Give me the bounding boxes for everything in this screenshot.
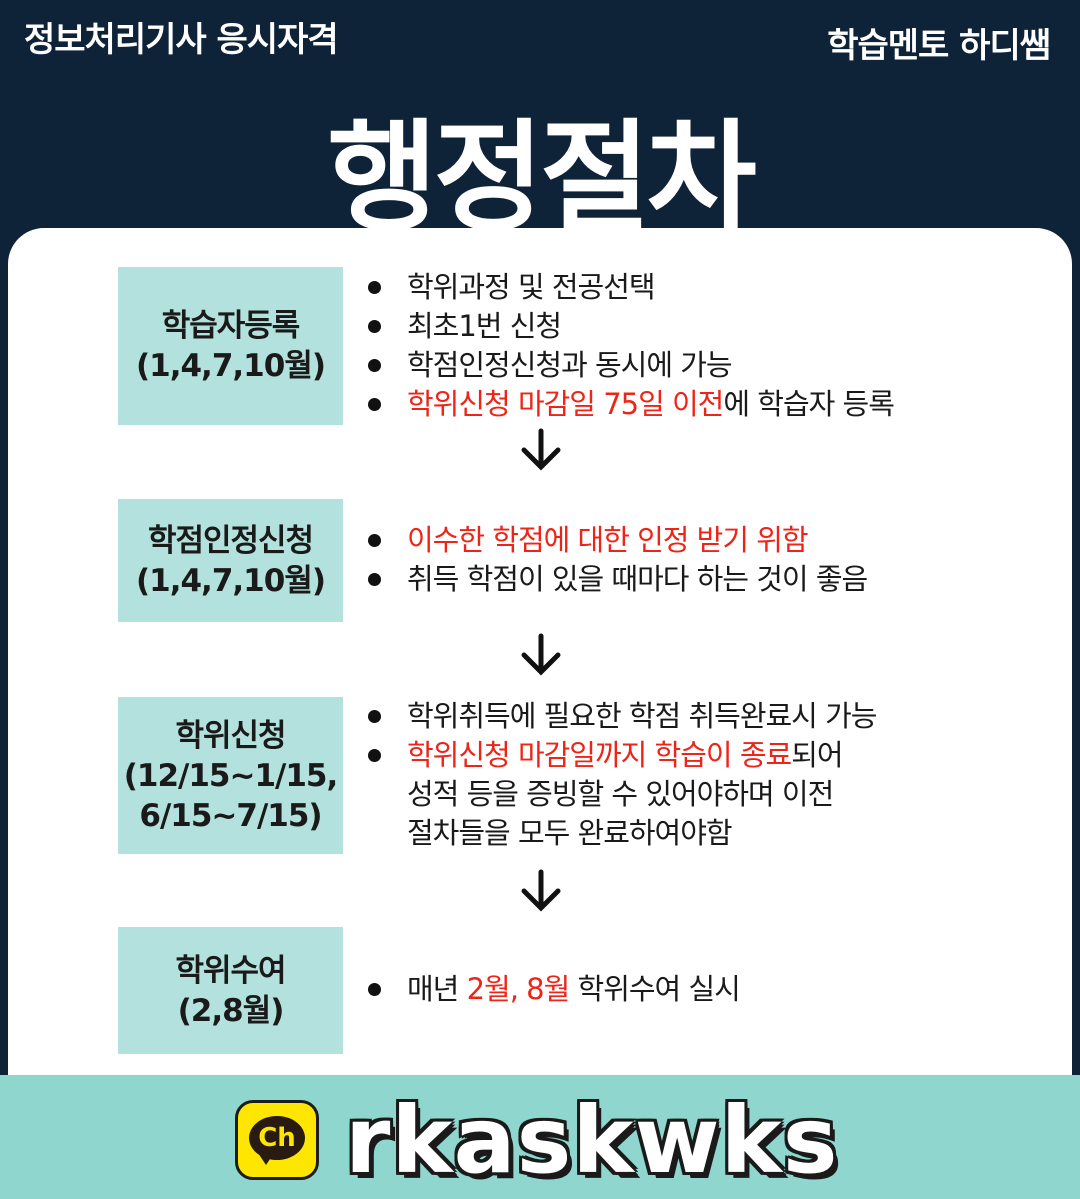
bullet-text: 성적 등을 증빙할 수 있어야하며 이전 xyxy=(407,777,834,811)
step-4-bullets: 매년 2월, 8월 학위수여 실시 xyxy=(365,970,741,1009)
subject-label: 정보처리기사 응시자격 xyxy=(24,20,339,60)
bullet-text: 학점인정신청과 동시에 가능 xyxy=(407,348,733,382)
bullet-highlight: 학위신청 마감일까지 학습이 종료 xyxy=(407,738,792,772)
bullet-item: 학점인정신청과 동시에 가능 xyxy=(365,346,894,385)
bullet-text: 학위과정 및 전공선택 xyxy=(407,270,656,304)
bullet-item: 학위취득에 필요한 학점 취득완료시 가능 xyxy=(365,697,877,736)
bullet-item: 학위신청 마감일 75일 이전에 학습자 등록 xyxy=(365,385,895,424)
bullet-text: 절차들을 모두 완료하여야함 xyxy=(407,816,733,850)
step-3-bullets: 학위취득에 필요한 학점 취득완료시 가능 학위신청 마감일까지 학습이 종료되… xyxy=(365,697,877,853)
bullet-text: 취득 학점이 있을 때마다 하는 것이 좋음 xyxy=(407,562,868,596)
bullet-item: 이수한 학점에 대한 인정 받기 위함 xyxy=(365,521,867,560)
step-name: 학위수여 xyxy=(175,952,286,989)
step-box-degree-conferral: 학위수여 (2,8월) xyxy=(118,927,343,1054)
step-period: (2,8월) xyxy=(177,992,285,1029)
header-banner: 정보처리기사 응시자격 학습멘토 하디쌤 행정절차 xyxy=(0,0,1080,250)
bullet-text: 매년 xyxy=(407,972,467,1006)
step-name: 학습자등록 xyxy=(161,308,301,344)
step-name: 학점인정신청 xyxy=(147,522,314,559)
step-period: (12/15~1/15, xyxy=(123,757,339,794)
bullet-item: 취득 학점이 있을 때마다 하는 것이 좋음 xyxy=(365,560,868,599)
kakao-channel-label: Ch xyxy=(258,1123,296,1153)
bullet-highlight: 이수한 학점에 대한 인정 받기 위함 xyxy=(407,523,809,557)
step-box-credit-recognition: 학점인정신청 (1,4,7,10월) xyxy=(118,499,343,622)
step-period: 6/15~7/15) xyxy=(139,797,322,834)
step-box-degree-application: 학위신청 (12/15~1/15, 6/15~7/15) xyxy=(118,697,343,854)
arrow-down-icon xyxy=(521,869,561,912)
bullet-text: 학위취득에 필요한 학점 취득완료시 가능 xyxy=(407,699,877,733)
bullet-highlight: 학위신청 마감일 75일 이전 xyxy=(407,387,724,421)
bullet-text: 에 학습자 등록 xyxy=(723,387,895,421)
bullet-item: 최초1번 신청 xyxy=(365,307,894,346)
channel-id-text: rkaskwks xyxy=(345,1087,839,1194)
kakao-channel-icon: Ch xyxy=(235,1100,319,1180)
page-title: 행정절차 xyxy=(327,109,757,248)
step-2-bullets: 이수한 학점에 대한 인정 받기 위함 취득 학점이 있을 때마다 하는 것이 … xyxy=(365,521,868,599)
author-label: 학습멘토 하디쌤 xyxy=(827,26,1051,66)
step-period: (1,4,7,10월) xyxy=(135,348,326,384)
step-name: 학위신청 xyxy=(175,717,286,754)
footer-banner xyxy=(0,1075,1080,1199)
bullet-text: 되어 xyxy=(791,738,843,772)
step-1-bullets: 학위과정 및 전공선택 최초1번 신청 학점인정신청과 동시에 가능 학위신청 … xyxy=(365,268,895,424)
bullet-item: 매년 2월, 8월 학위수여 실시 xyxy=(365,970,741,1009)
bullet-text: 최초1번 신청 xyxy=(407,309,562,343)
bullet-text: 학위수여 실시 xyxy=(569,972,741,1006)
step-box-learner-registration: 학습자등록 (1,4,7,10월) xyxy=(118,267,343,425)
bullet-item: 학위과정 및 전공선택 xyxy=(365,268,894,307)
arrow-down-icon xyxy=(521,633,561,676)
step-period: (1,4,7,10월) xyxy=(135,562,326,599)
arrow-down-icon xyxy=(521,428,561,471)
bullet-highlight: 2월, 8월 xyxy=(466,972,571,1006)
